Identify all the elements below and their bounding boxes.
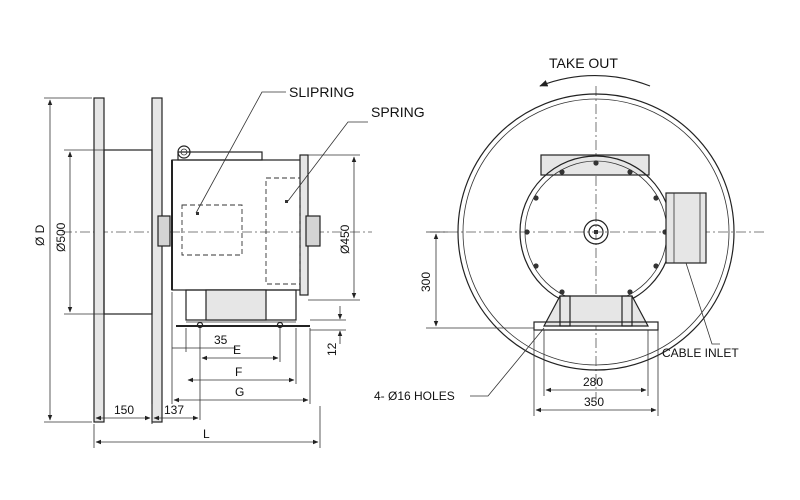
hub-outer	[583, 219, 609, 245]
dim280-label: 280	[583, 375, 603, 389]
bolt-dot	[627, 169, 633, 175]
spring-dot	[285, 200, 288, 203]
housing-top-plate	[177, 151, 263, 161]
dim150-label: 150	[114, 403, 134, 417]
base-center-block	[205, 289, 267, 321]
dim-f-label: F	[235, 365, 242, 379]
cable-inlet-label: CABLE INLET	[662, 346, 739, 360]
drum	[103, 149, 153, 315]
dim-g-label: G	[235, 385, 244, 399]
lifting-eye	[177, 145, 191, 159]
right-shaft	[305, 215, 321, 247]
bolt-dot	[533, 195, 539, 201]
dim35-label: 35	[214, 333, 228, 347]
slipring-hidden-box	[181, 204, 243, 256]
hub-stub	[157, 215, 171, 247]
housing-body	[171, 159, 307, 291]
stand-rib-left	[559, 295, 571, 327]
bolt-dot	[653, 263, 659, 269]
bolt-dot	[559, 289, 565, 295]
bolt-circle	[524, 160, 668, 304]
dim-e-label: E	[233, 343, 241, 357]
bolt-dot	[533, 263, 539, 269]
d450-dim-label: Ø450	[338, 224, 352, 254]
bolt-dot	[653, 195, 659, 201]
dim300-label: 300	[419, 272, 433, 292]
dim-l-label: L	[203, 427, 210, 441]
left-flange	[93, 97, 105, 423]
base-bolt-right	[276, 321, 284, 329]
hub-key	[594, 230, 598, 234]
slipring-dot	[196, 212, 199, 215]
bolt-dot	[593, 160, 599, 166]
spring-leader	[287, 121, 368, 202]
base-foot	[533, 321, 659, 331]
take-out-arrow	[539, 74, 651, 87]
spring-hidden-box	[265, 177, 301, 285]
take-out-label: TAKE OUT	[549, 55, 618, 71]
od-dim-label: Ø D	[33, 224, 47, 246]
reel-outer-circle	[457, 93, 735, 371]
side-view: SLIPRING SPRING Ø D Ø500 Ø450 12 35	[33, 84, 425, 448]
holes-leader	[470, 327, 545, 397]
hub-inner	[588, 224, 604, 240]
stand-rib-right	[621, 295, 633, 327]
base-bolt-left	[196, 321, 204, 329]
right-flange	[151, 97, 163, 423]
dim12-label: 12	[325, 342, 339, 356]
lifting-eye-hole	[180, 148, 188, 156]
bolt-dot	[524, 229, 530, 235]
dim350-label: 350	[584, 395, 604, 409]
dim137-label: 137	[164, 403, 184, 417]
cable-inlet-leader	[685, 262, 720, 345]
spring-label: SPRING	[371, 104, 425, 120]
reel-outer-circle-inner	[462, 98, 730, 366]
holes-label: 4- Ø16 HOLES	[374, 389, 455, 403]
bolt-dot	[627, 289, 633, 295]
d500-dim-label: Ø500	[54, 222, 68, 252]
bolt-dot	[559, 169, 565, 175]
slipring-label: SLIPRING	[289, 84, 354, 100]
cable-inlet-box	[665, 192, 707, 264]
front-view: TAKE OUT 300 280 350 4- Ø16 HOLES CABLE …	[374, 55, 766, 416]
slipring-leader	[195, 91, 286, 214]
